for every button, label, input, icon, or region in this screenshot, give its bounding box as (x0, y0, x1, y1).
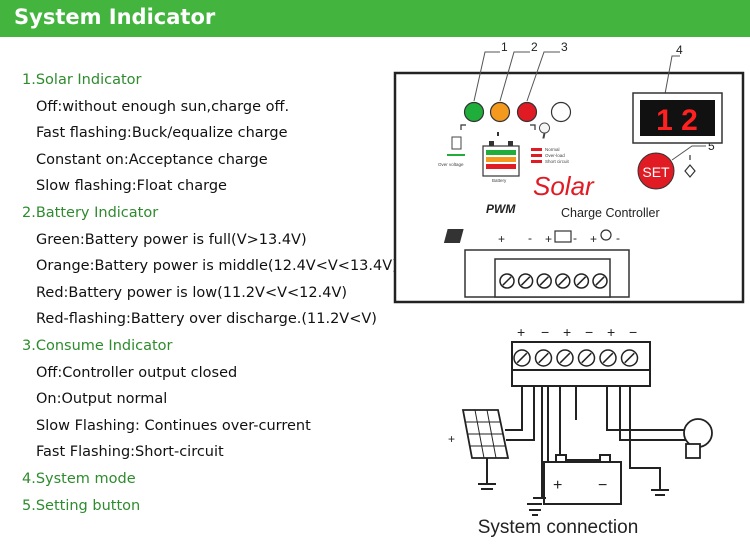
terminal-block-inner (511, 369, 651, 387)
callout-line-5 (671, 145, 706, 161)
set-button-label: SET (642, 164, 670, 180)
bulb-mini-icon (539, 122, 550, 139)
terminal-sign-2: − (541, 324, 549, 340)
battery-plus-sign: + (553, 477, 562, 494)
terminal-screws (513, 349, 639, 367)
terminal-screws-panel (499, 273, 608, 289)
battery-bar-red (486, 164, 516, 169)
terminal-screw-panel-slot (558, 276, 568, 286)
panel-plus-sign: + (448, 432, 455, 446)
terminal-screw-slot (581, 352, 592, 364)
pm-solar-minus: - (528, 231, 532, 245)
power-icon (684, 155, 696, 178)
section-item: Fast Flashing:Short-circuit (36, 444, 224, 461)
pwm-text: PWM (486, 202, 516, 216)
light-bulb-icon (651, 418, 713, 496)
display-screen (640, 100, 715, 136)
led-orange (489, 101, 511, 123)
overload-swatch (531, 154, 542, 157)
subtitle-text: Charge Controller (561, 206, 660, 220)
battery-icon-large (527, 454, 622, 505)
terminal-screw-panel-slot (595, 276, 605, 286)
bracket-right (530, 124, 536, 130)
bracket-left (460, 124, 466, 130)
section-item: Constant on:Acceptance charge (36, 151, 268, 168)
callout-line-4 (664, 55, 680, 95)
callout-line-3 (526, 51, 560, 102)
callout-line-2 (499, 51, 530, 102)
header-bar: System Indicator (0, 0, 750, 37)
battery-icon-small (554, 230, 572, 243)
battery-bar-green (486, 150, 516, 155)
battery-minus-sign: − (598, 477, 607, 494)
terminal-screw-slot (559, 352, 571, 364)
section-item: Orange:Battery power is middle(12.4V<V<1… (36, 258, 398, 275)
pm-batt-minus: - (573, 231, 577, 245)
section-heading: 2.Battery Indicator (22, 205, 159, 221)
section-heading: 5.Setting button (22, 497, 141, 514)
short-swatch (531, 160, 542, 163)
pm-solar-plus: + (498, 232, 505, 246)
pm-load-plus: + (590, 232, 597, 246)
callout-line-1 (473, 51, 500, 102)
section-item: Fast flashing:Buck/equalize charge (36, 125, 288, 142)
terminal-sign-6: − (629, 324, 637, 340)
normal-swatch (531, 148, 542, 151)
terminal-screw-slot (538, 352, 549, 364)
wires (505, 386, 688, 499)
section-item: Red:Battery power is low(11.2V<V<12.4V) (36, 284, 348, 301)
terminal-screw-slot (624, 352, 635, 364)
terminal-screw-panel-slot (576, 276, 587, 286)
overload-label: Over-load (545, 153, 565, 158)
led-red (516, 101, 538, 123)
callout-1: 1 (501, 40, 508, 54)
battery-terminal-left (489, 141, 494, 146)
terminal-screw-panel-slot (539, 276, 549, 286)
section-item: Off:without enough sun,charge off. (36, 98, 290, 115)
normal-label: Normal (545, 147, 560, 152)
terminal-screw-panel-slot (520, 276, 531, 286)
callout-2: 2 (531, 40, 538, 54)
page-title: System Indicator (14, 5, 216, 29)
terminal-screw-slot (602, 352, 614, 364)
section-item: Slow Flashing: Continues over-current (36, 417, 311, 434)
solar-panel-icon (461, 409, 510, 490)
section-heading: 1.Solar Indicator (22, 72, 142, 88)
section-item: On:Output normal (36, 391, 168, 408)
bulb-icon-small (600, 229, 612, 241)
terminal-screw-panel-slot (502, 276, 512, 286)
short-label: Short circuit (545, 159, 570, 164)
connection-caption: System connection (478, 517, 639, 538)
terminal-sign-4: − (585, 324, 593, 340)
set-button[interactable] (637, 152, 675, 190)
pm-load-minus: - (616, 231, 620, 245)
section-heading: 3.Consume Indicator (22, 338, 173, 354)
terminal-sign-3: + (563, 324, 571, 340)
terminal-strip-panel (494, 258, 611, 298)
solar-mini-icon (451, 136, 462, 150)
battery-bar-orange (486, 157, 516, 162)
pm-batt-plus: + (545, 232, 552, 246)
solar-icon-small (443, 229, 464, 243)
terminal-sign-1: + (517, 324, 525, 340)
section-item: Off:Controller output closed (36, 364, 238, 381)
callout-5: 5 (708, 139, 715, 153)
brand-text: Solar (533, 171, 595, 201)
over-voltage-label: Over voltage (438, 162, 464, 167)
led-off (550, 101, 572, 123)
section-item: Red-flashing:Battery over discharge.(11.… (36, 311, 377, 328)
section-item: Slow flashing:Float charge (36, 178, 227, 195)
callout-4: 4 (676, 43, 683, 57)
ground-symbols (529, 509, 541, 516)
terminal-sign-5: + (607, 324, 615, 340)
led-green (463, 101, 485, 123)
section-heading: 4.System mode (22, 471, 136, 487)
terminal-screw-slot (516, 352, 528, 364)
battery-label: Battery (492, 178, 507, 183)
display-value: 1 2 (656, 104, 698, 137)
callout-3: 3 (561, 40, 568, 54)
section-item: Green:Battery power is full(V>13.4V) (36, 231, 307, 248)
battery-terminal-right (508, 141, 513, 146)
